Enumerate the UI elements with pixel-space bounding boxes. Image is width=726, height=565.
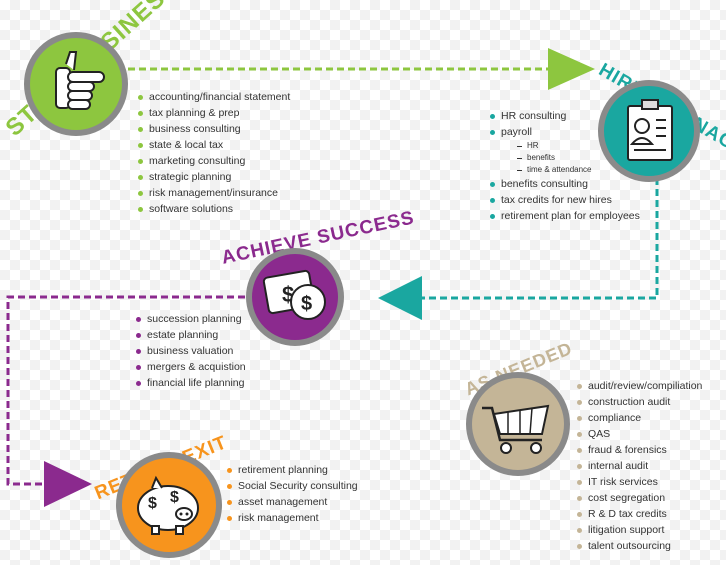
list-item: risk management — [227, 510, 358, 526]
money-icon: $ $ — [252, 254, 338, 340]
hire-manage-list: HR consulting payroll HR benefits time &… — [490, 108, 640, 224]
list-item: estate planning — [136, 327, 246, 343]
list-item: risk management/insurance — [138, 185, 290, 201]
list-item: mergers & acquistion — [136, 359, 246, 375]
payroll-sublist: HR benefits time & attendance — [517, 140, 640, 176]
list-item: tax planning & prep — [138, 105, 290, 121]
payroll-label: payroll — [501, 126, 532, 138]
retire-exit-list: retirement planning Social Security cons… — [227, 462, 358, 526]
svg-text:$: $ — [170, 489, 179, 506]
list-item: payroll HR benefits time & attendance — [490, 124, 640, 176]
list-item: marketing consulting — [138, 153, 290, 169]
list-item: accounting/financial statement — [138, 89, 290, 105]
retire-exit-circle: $ $ — [116, 452, 222, 558]
list-item: R & D tax credits — [577, 506, 702, 522]
list-item: litigation support — [577, 522, 702, 538]
list-item: compliance — [577, 410, 702, 426]
list-item: IT risk services — [577, 474, 702, 490]
list-item: software solutions — [138, 201, 290, 217]
sublist-item: time & attendance — [517, 164, 640, 176]
sublist-item: benefits — [517, 152, 640, 164]
as-needed-circle — [466, 372, 570, 476]
list-item: construction audit — [577, 394, 702, 410]
list-item: QAS — [577, 426, 702, 442]
list-item: retirement planning — [227, 462, 358, 478]
list-item: strategic planning — [138, 169, 290, 185]
list-item: internal audit — [577, 458, 702, 474]
list-item: retirement plan for employees — [490, 208, 640, 224]
shopping-cart-icon — [472, 378, 564, 470]
list-item: business consulting — [138, 121, 290, 137]
piggy-bank-icon: $ $ — [122, 458, 216, 552]
list-item: audit/review/compiliation — [577, 378, 702, 394]
list-item: business valuation — [136, 343, 246, 359]
list-item: talent outsourcing — [577, 538, 702, 554]
list-item: tax credits for new hires — [490, 192, 640, 208]
start-business-circle — [24, 32, 128, 136]
svg-text:$: $ — [301, 293, 312, 315]
list-item: HR consulting — [490, 108, 640, 124]
list-item: state & local tax — [138, 137, 290, 153]
list-item: asset management — [227, 494, 358, 510]
list-item: Social Security consulting — [227, 478, 358, 494]
green-arrow-icon — [548, 48, 595, 90]
list-item: fraud & forensics — [577, 442, 702, 458]
list-item: cost segregation — [577, 490, 702, 506]
start-business-list: accounting/financial statement tax plann… — [138, 89, 290, 217]
list-item: succession planning — [136, 311, 246, 327]
purple-arrow-icon — [44, 461, 92, 507]
list-item: financial life planning — [136, 375, 246, 391]
as-needed-list: audit/review/compiliation construction a… — [577, 378, 702, 554]
svg-text:$: $ — [148, 495, 157, 512]
achieve-success-list: succession planning estate planning busi… — [136, 311, 246, 391]
sublist-item: HR — [517, 140, 640, 152]
teal-arrow-icon — [378, 276, 422, 320]
achieve-success-circle: $ $ — [246, 248, 344, 346]
list-item: benefits consulting — [490, 176, 640, 192]
pointing-hand-icon — [30, 38, 122, 130]
